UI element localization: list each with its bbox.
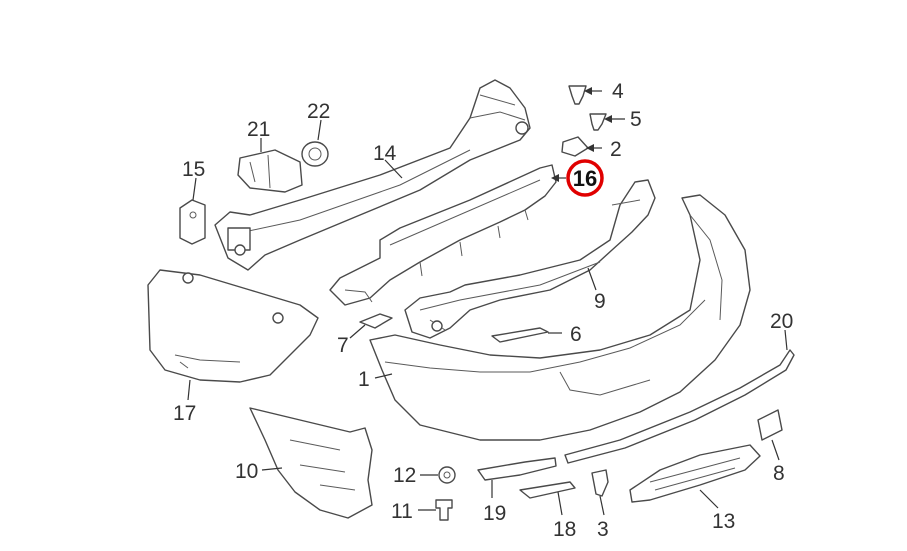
label-19: 19 bbox=[483, 502, 506, 525]
label-4: 4 bbox=[612, 80, 624, 103]
part-11-bolt bbox=[435, 499, 453, 521]
label-10: 10 bbox=[235, 460, 258, 483]
label-3: 3 bbox=[597, 518, 609, 541]
label-6: 6 bbox=[570, 323, 582, 346]
label-15: 15 bbox=[182, 158, 205, 181]
label-13: 13 bbox=[712, 510, 735, 533]
label-8: 8 bbox=[773, 462, 785, 485]
part-9-lower-carrier bbox=[404, 179, 656, 339]
label-20: 20 bbox=[770, 310, 793, 333]
label-21: 21 bbox=[247, 118, 270, 141]
label-7: 7 bbox=[337, 334, 349, 357]
part-12-nut bbox=[438, 466, 456, 484]
part-21-sensor-holder bbox=[237, 149, 303, 193]
label-2: 2 bbox=[610, 138, 622, 161]
part-2-nut bbox=[561, 136, 589, 157]
part-8-cap bbox=[757, 409, 783, 441]
label-22: 22 bbox=[307, 100, 330, 123]
part-14-reinforcement-bar bbox=[214, 79, 531, 271]
label-12: 12 bbox=[393, 464, 416, 487]
highlight-circle-16 bbox=[566, 159, 604, 197]
label-17: 17 bbox=[173, 402, 196, 425]
part-20-molding bbox=[564, 349, 795, 464]
label-5: 5 bbox=[630, 108, 642, 131]
part-10-corner-bracket bbox=[249, 407, 373, 519]
part-4-clip bbox=[568, 85, 587, 105]
leader-lines bbox=[187, 87, 788, 516]
part-22-grommet bbox=[301, 141, 329, 167]
part-15-bracket bbox=[179, 199, 206, 245]
part-7-strip bbox=[359, 313, 393, 329]
label-11: 11 bbox=[391, 500, 413, 523]
label-1: 1 bbox=[358, 368, 370, 391]
part-6-strip bbox=[491, 327, 549, 343]
part-16-carrier bbox=[329, 164, 557, 306]
label-18: 18 bbox=[553, 518, 576, 541]
part-18-trim bbox=[519, 481, 576, 499]
part-19-trim bbox=[477, 457, 557, 481]
part-17-side-trim bbox=[147, 269, 319, 383]
part-1-bumper-cover bbox=[369, 194, 751, 441]
label-16: 16 bbox=[573, 166, 597, 191]
label-14: 14 bbox=[373, 142, 397, 165]
part-13-diffuser bbox=[629, 444, 761, 503]
part-3-clip bbox=[591, 469, 609, 497]
part-5-clip bbox=[589, 113, 607, 131]
label-9: 9 bbox=[594, 290, 606, 313]
